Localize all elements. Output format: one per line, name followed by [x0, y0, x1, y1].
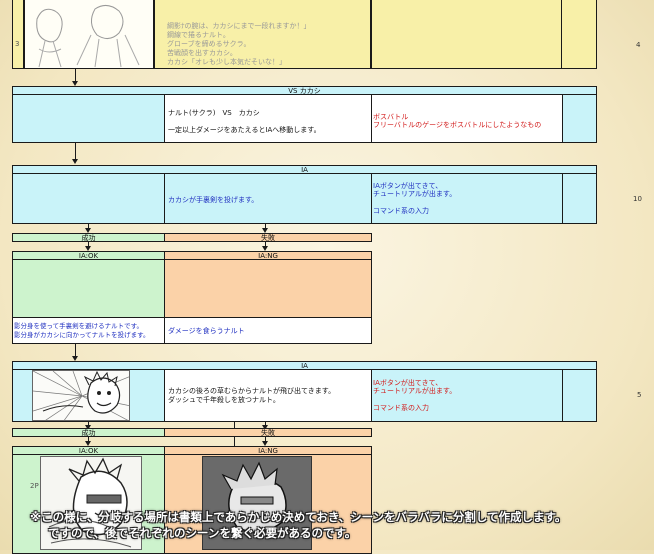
ia2-main-line-2: ダッシュで千年殺しを放つナルト。 — [168, 396, 280, 404]
ia1-page-number: 10 — [633, 195, 642, 203]
branch2-ok-sketch — [40, 456, 142, 550]
branch1-fail-label: 失敗 — [164, 233, 372, 242]
connector-7a-arrow — [85, 441, 91, 446]
branch2-fail-label: 失敗 — [164, 428, 372, 437]
connector-4a — [88, 242, 89, 248]
connector-3a — [88, 224, 89, 230]
ia1-extra-cell — [562, 173, 597, 224]
connector-3a-arrow — [85, 228, 91, 233]
vs-section-extra-cell — [562, 94, 597, 143]
branch1-ng-text-cell — [164, 317, 372, 344]
connector-1-arrow — [72, 81, 78, 86]
vs-section-note-line-1: ボスバトル — [373, 113, 409, 121]
branch1-ok-text-line-1: 影分身を使って手裏剣を避けるナルトです。 — [14, 322, 144, 330]
ia2-note-line-1: IAボタンが出てきて、 — [373, 379, 443, 387]
branch1-ok-image-cell — [12, 259, 165, 318]
ia1-note-line-2: チュートリアルが出ます。 — [373, 190, 457, 198]
top-scene-row-number: 3 — [15, 40, 20, 48]
connector-2 — [75, 143, 76, 160]
connector-7b — [265, 437, 266, 443]
connector-4a-arrow — [85, 246, 91, 251]
connector-6a-arrow — [85, 425, 91, 430]
connector-1 — [75, 69, 76, 82]
top-scene-line-5: カカシ「オレも少し本気だそいな！」 — [167, 58, 286, 66]
ia2-sketch — [32, 370, 130, 421]
top-scene-index-cell — [12, 0, 24, 69]
footnote-line-2: ですので、後でそれぞれのシーンを繋ぐ必要があるのです。 — [48, 526, 357, 540]
branch2-success-label: 成功 — [12, 428, 165, 437]
branch1-ng-image-cell — [164, 259, 372, 318]
ia2-page-number: 5 — [637, 391, 642, 399]
top-scene-sketch — [24, 0, 154, 69]
connector-7b-arrow — [262, 441, 268, 446]
connector-loop — [234, 422, 235, 462]
ia2-main-cell — [164, 369, 372, 422]
connector-3b-arrow — [262, 228, 268, 233]
branch2-row-number: 2P — [30, 482, 39, 490]
ia1-main-text: カカシが手裏剣を投げます。 — [168, 196, 259, 204]
branch1-ok-text-line-2: 影分身がカカシに向かってナルトを投げます。 — [14, 331, 150, 339]
top-scene-line-3: グローブを締めるサクラ。 — [167, 40, 251, 48]
ia2-note-cell — [371, 369, 563, 422]
vs-section-main-line-3: 一定以上ダメージをあたえるとIAへ移動します。 — [168, 126, 321, 134]
vs-section-left-cell — [12, 94, 165, 143]
branch1-ng-text: ダメージを食らうナルト — [168, 327, 245, 335]
ia1-note-cell — [371, 173, 563, 224]
ia1-note-line-1: IAボタンが出てきて、 — [373, 182, 443, 190]
connector-4b-arrow — [262, 246, 268, 251]
vs-section-main-cell — [164, 94, 372, 143]
ia2-note-line-4: コマンド系の入力 — [373, 404, 429, 412]
ia1-main-cell — [164, 173, 372, 224]
top-scene-text-cell — [154, 0, 371, 69]
connector-4b — [265, 242, 266, 248]
connector-2-arrow — [72, 159, 78, 164]
top-scene-line-4: 苦戦顔を出すカカシ。 — [167, 49, 237, 57]
vs-section-main-line-1: ナルト(サクラ) VS カカシ — [168, 109, 260, 117]
top-scene-line-2: 鋼線で捲るナルト。 — [167, 31, 230, 39]
connector-5-arrow — [72, 356, 78, 361]
top-scene-line-1: 綱影ﾅの腕は、カカシにまで一段れますか！」 — [167, 22, 311, 30]
ia2-main-line-1: カカシの後ろの草むらからナルトが飛び出てきます。 — [168, 387, 336, 395]
connector-7a — [88, 437, 89, 443]
vs-section-note-line-2: フリーバトルのゲージをボスバトルにしたようなもの — [373, 121, 542, 129]
connector-6b-arrow — [262, 425, 268, 430]
branch1-success-label: 成功 — [12, 233, 165, 242]
ia2-extra-cell — [562, 369, 597, 422]
branch1-ok-text-cell — [12, 317, 165, 344]
vs-section-note-cell — [371, 94, 563, 143]
ia2-note-line-2: チュートリアルが出ます。 — [373, 387, 457, 395]
top-scene-page-number: 4 — [636, 41, 641, 49]
branch2-ng-sketch — [202, 456, 312, 550]
connector-3b — [265, 224, 266, 230]
ia1-left-cell — [12, 173, 165, 224]
top-scene-note-cell — [371, 0, 562, 69]
ia1-note-line-4: コマンド系の入力 — [373, 207, 429, 215]
connector-5 — [75, 344, 76, 358]
footnote-line-1: ※この様に、分岐する場所は書類上であらかじめ決めておき、シーンをバラバラに分割し… — [30, 510, 567, 524]
